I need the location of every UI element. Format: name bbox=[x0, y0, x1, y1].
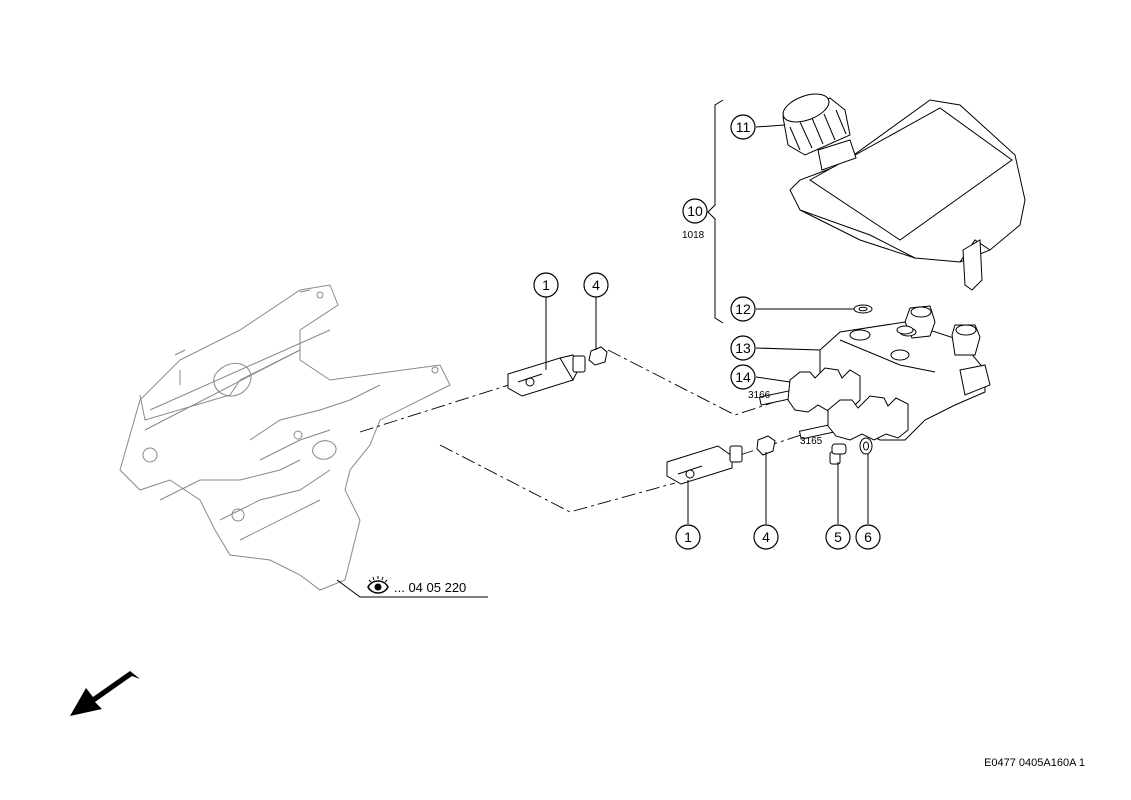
kit-ref-label: 1018 bbox=[682, 230, 705, 241]
frame-bracket bbox=[119, 284, 451, 591]
callout-label: 1 bbox=[684, 529, 692, 545]
lower-nut bbox=[756, 435, 776, 456]
callout-4-lower: 4 bbox=[753, 524, 779, 550]
cross-reference: ... 04 05 220 bbox=[336, 576, 488, 598]
callout-1-lower: 1 bbox=[675, 524, 701, 550]
callout-14: 14 bbox=[730, 364, 756, 390]
lower-boot bbox=[798, 395, 909, 441]
callout-label: 6 bbox=[864, 529, 872, 545]
reference-text: ... 04 05 220 bbox=[394, 580, 466, 595]
upper-clevis bbox=[507, 354, 586, 397]
footer-code: E0477 0405A160A 1 bbox=[984, 757, 1085, 769]
callout-12: 12 bbox=[730, 296, 756, 322]
callout-10: 10 bbox=[682, 198, 708, 224]
callout-11: 11 bbox=[730, 114, 756, 140]
washer bbox=[859, 437, 873, 455]
callout-label: 10 bbox=[687, 203, 703, 219]
rod-upper-label: 3166 bbox=[748, 390, 771, 401]
callout-13: 13 bbox=[730, 335, 756, 361]
callout-6: 6 bbox=[855, 524, 881, 550]
callout-label: 4 bbox=[762, 529, 770, 545]
seal-rings bbox=[853, 304, 914, 335]
leader-lines bbox=[545, 124, 869, 524]
callout-label: 13 bbox=[735, 340, 751, 356]
callout-1-upper: 1 bbox=[533, 272, 559, 298]
eye-icon bbox=[367, 576, 389, 594]
callout-label: 4 bbox=[592, 277, 600, 293]
lower-clevis bbox=[666, 445, 743, 485]
callout-label: 1 bbox=[542, 277, 550, 293]
reservoir-cap bbox=[782, 93, 851, 156]
callout-label: 5 bbox=[834, 529, 842, 545]
callout-4-upper: 4 bbox=[583, 272, 609, 298]
arrow-icon bbox=[70, 671, 140, 716]
callout-label: 12 bbox=[735, 301, 751, 317]
callout-label: 11 bbox=[736, 119, 751, 135]
kit-bracket bbox=[707, 99, 724, 324]
callout-5: 5 bbox=[825, 524, 851, 550]
screw bbox=[829, 443, 847, 465]
rod-lower-label: 3165 bbox=[800, 436, 823, 447]
callout-label: 14 bbox=[735, 369, 751, 385]
upper-nut bbox=[588, 346, 608, 366]
reservoir bbox=[789, 99, 1026, 291]
